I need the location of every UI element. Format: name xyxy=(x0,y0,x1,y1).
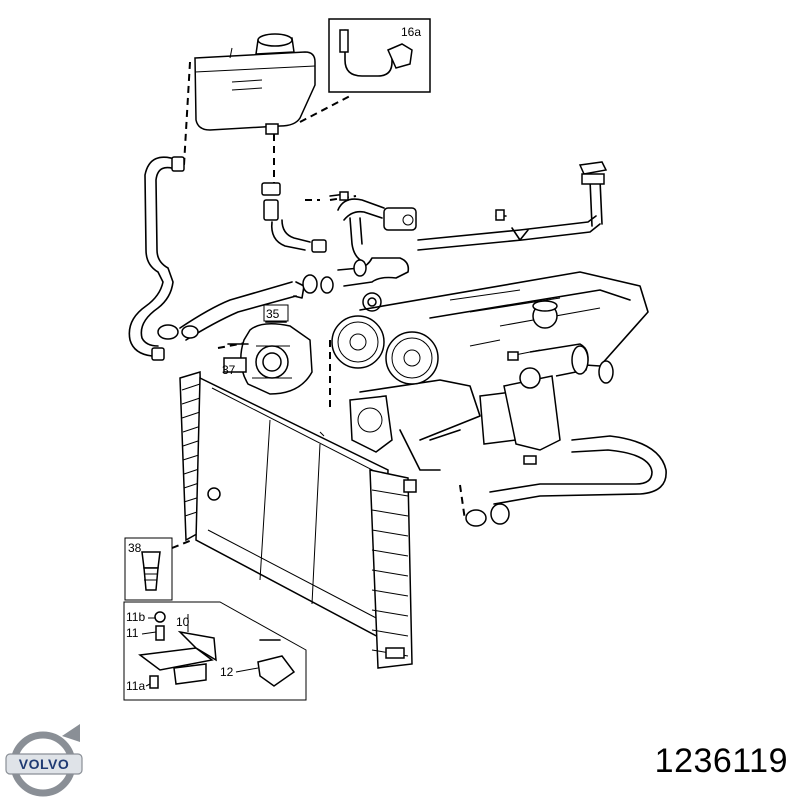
callout-labels: 16a 35 37 38 11b 10 11 12 11a xyxy=(126,25,421,693)
radiator xyxy=(179,370,417,669)
callout-37: 37 xyxy=(222,363,236,377)
callout-35: 35 xyxy=(266,307,280,321)
callout-12: 12 xyxy=(220,665,234,679)
tank-hose-parts xyxy=(261,182,327,253)
callout-16a: 16a xyxy=(401,25,421,39)
callout-11: 11 xyxy=(126,626,139,640)
thermostat-housing xyxy=(479,343,614,465)
volvo-logo: VOLVO xyxy=(5,724,83,797)
callout-11b: 11b xyxy=(126,610,145,624)
detail-box-16a xyxy=(328,18,431,93)
callout-10: 10 xyxy=(176,615,190,629)
brand-name: VOLVO xyxy=(19,756,69,772)
expansion-tank xyxy=(194,33,316,135)
upper-radiator-hose xyxy=(157,274,334,341)
part-number: 1236119 xyxy=(654,742,788,780)
connection-lines xyxy=(183,61,466,521)
camshaft-pulleys xyxy=(331,315,439,453)
callout-38: 38 xyxy=(128,541,142,555)
detail-box-bracket xyxy=(123,601,307,701)
center-pipes xyxy=(329,161,608,312)
lower-radiator-hose xyxy=(465,435,667,527)
callout-11a: 11a xyxy=(126,679,145,693)
upper-left-hose xyxy=(128,156,185,361)
detail-box-38 xyxy=(124,537,193,601)
